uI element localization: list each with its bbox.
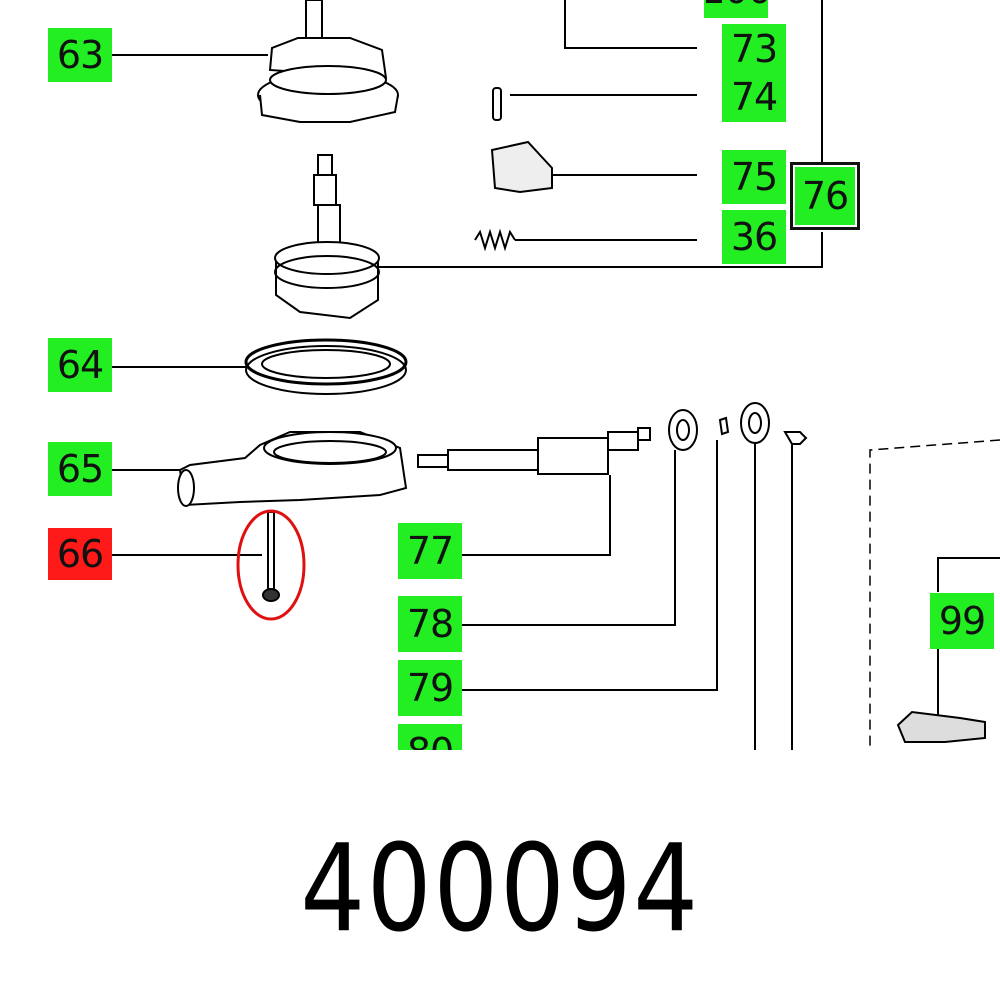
leader-76-bottom	[378, 232, 823, 268]
leader-78	[462, 450, 676, 626]
selection-circle	[236, 509, 306, 621]
callout-64[interactable]: 64	[48, 338, 112, 392]
callout-99[interactable]: 99	[930, 593, 994, 649]
callout-65[interactable]: 65	[48, 442, 112, 496]
callout-80-partial[interactable]: 80	[398, 724, 462, 750]
leader-79	[462, 440, 718, 691]
part-64-drawing	[244, 338, 408, 395]
callout-74[interactable]: 74	[722, 72, 786, 122]
part-75-drawing	[490, 140, 553, 194]
part-76-drawing	[274, 154, 380, 320]
callout-100-partial[interactable]: 100	[701, 0, 772, 18]
part-79-drawing	[718, 416, 730, 436]
leader-77	[462, 475, 611, 556]
callout-36[interactable]: 36	[722, 210, 786, 264]
part-pin-drawing	[783, 431, 808, 445]
leader-99-down	[930, 648, 939, 721]
part-80-drawing	[740, 402, 770, 444]
callout-79[interactable]: 79	[398, 660, 462, 716]
part-99-drawing	[896, 710, 986, 743]
callout-76[interactable]: 76	[790, 162, 860, 230]
part-77-drawing	[417, 427, 651, 475]
part-65-drawing	[177, 431, 408, 507]
part-number: 400094	[300, 820, 700, 959]
part-74-drawing	[492, 87, 502, 121]
part-63-drawing	[257, 0, 399, 123]
subassembly-boundary	[869, 439, 1000, 750]
diagram-drawing	[112, 0, 1000, 750]
leader-73	[564, 0, 697, 49]
diagram-area: 63 100 73 74 75 76 36 64 65 66 77 78 79 …	[48, 0, 1000, 750]
callout-66-selected[interactable]: 66	[48, 528, 112, 580]
callout-63[interactable]: 63	[48, 28, 112, 82]
callout-75[interactable]: 75	[722, 150, 786, 204]
callout-78[interactable]: 78	[398, 596, 462, 652]
part-36-drawing	[474, 228, 516, 252]
callout-77[interactable]: 77	[398, 523, 462, 579]
part-78-drawing	[668, 409, 698, 451]
callout-73[interactable]: 73	[722, 24, 786, 74]
leader-99	[937, 557, 1000, 592]
part-66-drawing	[236, 509, 306, 621]
